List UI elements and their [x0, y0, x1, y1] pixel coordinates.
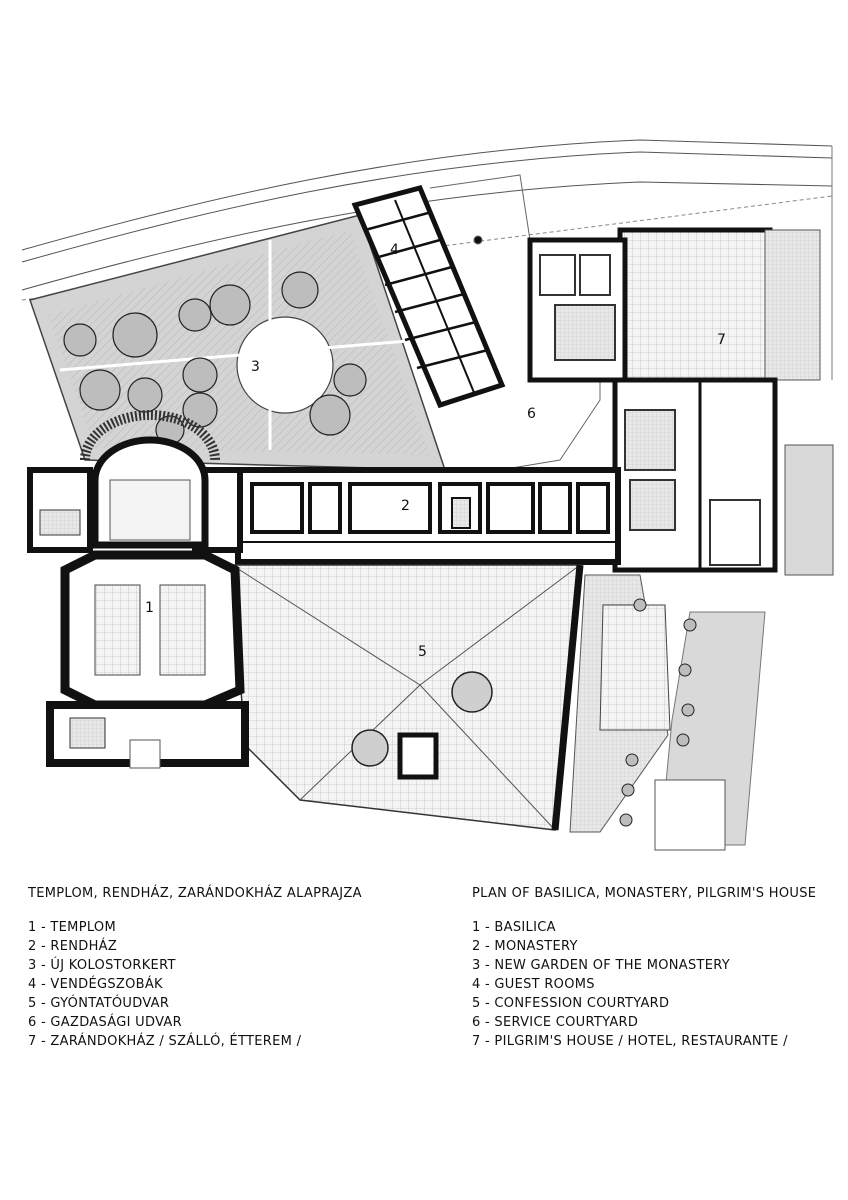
garden-trees — [63, 271, 367, 445]
legend-hungarian: TEMPLOM, RENDHÁZ, ZARÁNDOKHÁZ ALAPRAJZA … — [28, 884, 362, 1051]
legend-item-en: 4 - GUEST ROOMS — [472, 977, 595, 992]
legend-item-en: 5 - CONFESSION COURTYARD — [472, 996, 670, 1011]
legend-item-hu: 6 - GAZDASÁGI UDVAR — [28, 1015, 182, 1030]
guest-rooms-building — [351, 185, 506, 409]
floor-plan: 1 2 3 4 5 6 7 — [21, 139, 834, 851]
legend-item-hu: 1 - TEMPLOM — [28, 920, 116, 935]
legend-title-hu: TEMPLOM, RENDHÁZ, ZARÁNDOKHÁZ ALAPRAJZA — [28, 886, 362, 901]
area-numbers: 1 2 3 4 5 6 7 — [145, 242, 726, 660]
legend-title-en: PLAN OF BASILICA, MONASTERY, PILGRIM'S H… — [472, 886, 817, 901]
legend-item-hu: 2 - RENDHÁZ — [28, 939, 118, 954]
legend-item-en: 7 - PILGRIM'S HOUSE / HOTEL, RESTAURANTE… — [472, 1034, 788, 1049]
legend-list-en: 1 - BASILICA 2 - MONASTERY 3 - NEW GARDE… — [472, 918, 816, 1051]
legend-item-en: 6 - SERVICE COURTYARD — [472, 1015, 639, 1030]
legend-item-en: 3 - NEW GARDEN OF THE MONASTERY — [472, 958, 731, 973]
legend-item-hu: 7 - ZARÁNDOKHÁZ / SZÁLLÓ, ÉTTEREM / — [28, 1034, 302, 1049]
area-number-4: 4 — [390, 242, 399, 258]
legend-item-hu: 4 - VENDÉGSZOBÁK — [28, 977, 163, 992]
area-number-1: 1 — [145, 600, 154, 616]
basilica-building — [27, 410, 249, 769]
area-number-3: 3 — [251, 359, 260, 375]
area-number-6: 6 — [527, 406, 536, 422]
legend-list-hu: 1 - TEMPLOM 2 - RENDHÁZ 3 - ÚJ KOLOSTORK… — [28, 918, 362, 1051]
area-number-5: 5 — [418, 644, 427, 660]
area-number-7: 7 — [717, 332, 726, 348]
confession-courtyard — [231, 564, 766, 851]
monastery-building — [235, 467, 621, 565]
legend-item-en: 1 - BASILICA — [472, 920, 556, 935]
legend-item-en: 2 - MONASTERY — [472, 939, 578, 954]
legend-english: PLAN OF BASILICA, MONASTERY, PILGRIM'S H… — [472, 884, 816, 1051]
area-number-2: 2 — [401, 498, 410, 514]
legend-item-hu: 3 - ÚJ KOLOSTORKERT — [28, 958, 176, 973]
legend-item-hu: 5 - GYÓNTATÓUDVAR — [28, 996, 170, 1011]
pilgrims-house — [527, 227, 834, 576]
